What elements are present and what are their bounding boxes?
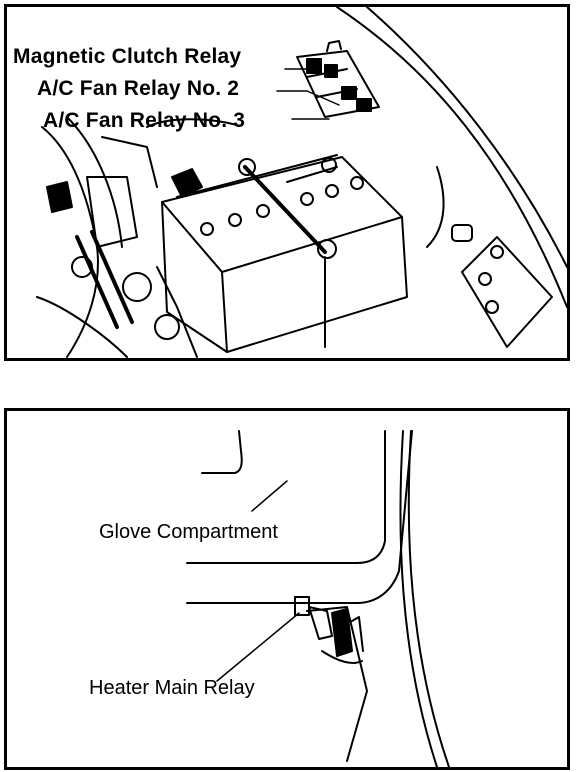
- glove-box-outline: [186, 430, 386, 564]
- interior-diagram: Glove Compartment Heater Main Relay: [4, 408, 570, 770]
- leader-lines: [216, 480, 300, 682]
- fender-edge: [336, 7, 567, 308]
- dash-upper-corner: [201, 430, 243, 474]
- right-bracket: [451, 224, 553, 348]
- magnetic-clutch-relay-label: Magnetic Clutch Relay: [13, 45, 242, 68]
- fender-inner-edge: [366, 7, 567, 268]
- heater-relay-shape: [294, 596, 364, 657]
- glove-compartment-label: Glove Compartment: [99, 521, 278, 543]
- ac-fan-relay-2-label: A/C Fan Relay No. 2: [37, 77, 240, 100]
- door-seal: [399, 430, 438, 767]
- heater-main-relay-label: Heater Main Relay: [89, 677, 255, 699]
- battery: [161, 154, 408, 353]
- relay-block: [296, 40, 380, 118]
- interior-illustration: [186, 430, 450, 767]
- engine-bay-diagram: Magnetic Clutch Relay A/C Fan Relay No. …: [4, 4, 570, 361]
- fender-bracket: [426, 166, 445, 248]
- leader-lines: [276, 68, 340, 120]
- engine-bay-illustration: [36, 7, 567, 358]
- engine-components: [36, 116, 238, 358]
- glove-box-lower: [186, 430, 413, 604]
- ac-fan-relay-3-label: A/C Fan Relay No. 3: [43, 109, 246, 132]
